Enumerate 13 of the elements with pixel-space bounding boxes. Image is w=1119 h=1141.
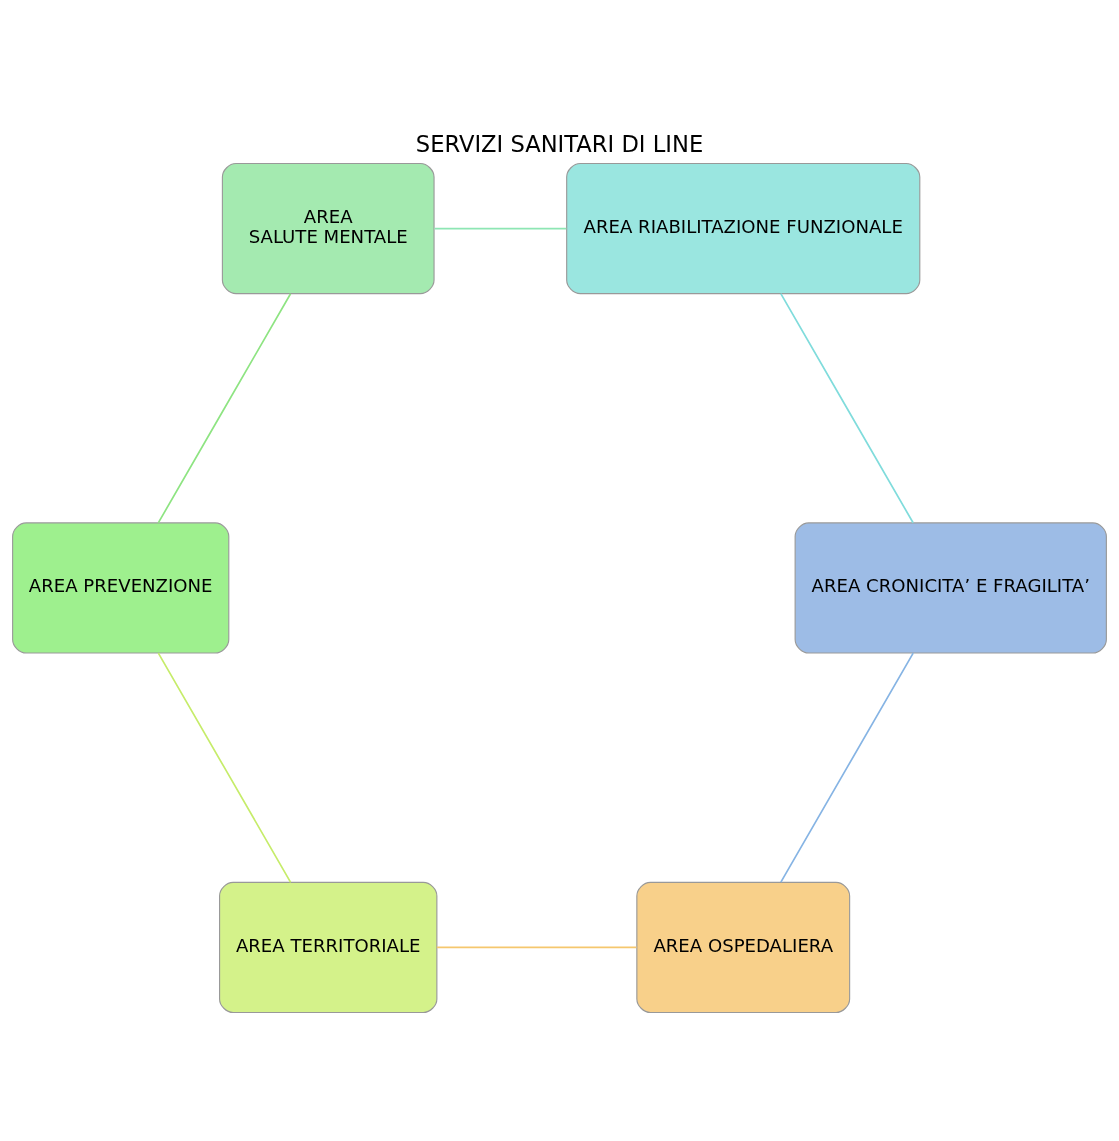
node-box: AREA TERRITORIALE (219, 881, 438, 1013)
connector (779, 292, 914, 524)
node-box: AREA OSPEDALIERA (636, 881, 851, 1013)
connector (157, 292, 292, 524)
connector (157, 651, 292, 883)
diagram-title: SERVIZI SANITARI DI LINE (415, 130, 704, 157)
connector (780, 651, 914, 883)
node-box: AREA SALUTE MENTALE (221, 162, 435, 294)
connector (436, 946, 638, 948)
node-box: AREA RIABILITAZIONE FUNZIONALE (566, 162, 921, 294)
connector (433, 227, 568, 229)
node-box: AREA CRONICITA’ E FRAGILITA’ (794, 521, 1107, 654)
node-box: AREA PREVENZIONE (12, 521, 230, 654)
